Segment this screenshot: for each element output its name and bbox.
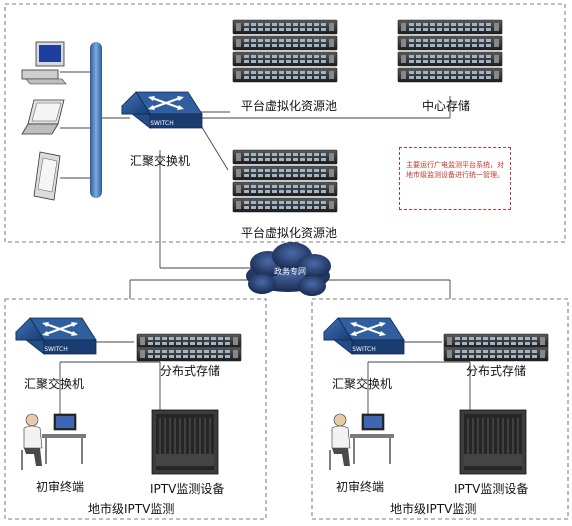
server-rack-icon: [443, 333, 549, 362]
laptop-icon: [21, 99, 65, 135]
pool-bottom-label: 平台虚拟化资源池: [241, 226, 338, 240]
tablet-icon: [33, 151, 61, 201]
central-storage-label: 中心存储: [422, 99, 471, 113]
monitoring-device-icon: [459, 409, 527, 475]
operator-workstation-icon: [329, 413, 394, 470]
region-left: SWITCH: [15, 317, 242, 475]
region-right-terminal-label: 初审终端: [336, 480, 385, 494]
server-rack-icon: [233, 150, 337, 212]
cloud-label: 政务专网: [274, 266, 306, 276]
top-connections: [100, 96, 451, 299]
desktop-computer-icon: [21, 41, 67, 85]
cloud-icon: [246, 242, 331, 296]
region-left-terminal-label: 初审终端: [36, 480, 85, 494]
region-left-boundary: [4, 298, 267, 520]
pool-top-label: 平台虚拟化资源池: [241, 99, 338, 113]
switch-label-text: SWITCH: [352, 346, 376, 353]
region-right-storage-label: 分布式存储: [466, 364, 527, 378]
region-right-title: 地市级IPTV监测: [390, 502, 477, 516]
region-right: SWITCH: [323, 317, 549, 475]
switch-icon: SWITCH: [121, 91, 203, 129]
note-box: 主要运行广电监测平台系统，对地市级监测设备进行统一管理。: [399, 147, 511, 210]
region-right-device-label: IPTV监测设备: [454, 482, 529, 496]
server-rack-icon: [136, 333, 242, 362]
region-right-switch-label: 汇聚交换机: [332, 377, 393, 391]
monitoring-device-icon: [151, 409, 219, 475]
switch-icon: SWITCH: [323, 317, 405, 355]
server-rack-icon: [233, 20, 337, 82]
switch-label-text: SWITCH: [150, 120, 174, 127]
server-rack-icon: [397, 19, 503, 83]
region-left-title: 地市级IPTV监测: [88, 502, 175, 516]
switch-label-text: SWITCH: [44, 346, 68, 353]
operator-workstation-icon: [21, 413, 86, 470]
region-right-boundary: [311, 298, 569, 520]
top-switch-label: 汇聚交换机: [130, 154, 191, 168]
region-left-storage-label: 分布式存储: [160, 364, 221, 378]
region-left-switch-label: 汇聚交换机: [24, 377, 85, 391]
terminal-bus-bar: [90, 42, 102, 198]
switch-icon: SWITCH: [15, 317, 97, 355]
central-platform-region: [4, 3, 566, 243]
region-left-device-label: IPTV监测设备: [150, 482, 225, 496]
